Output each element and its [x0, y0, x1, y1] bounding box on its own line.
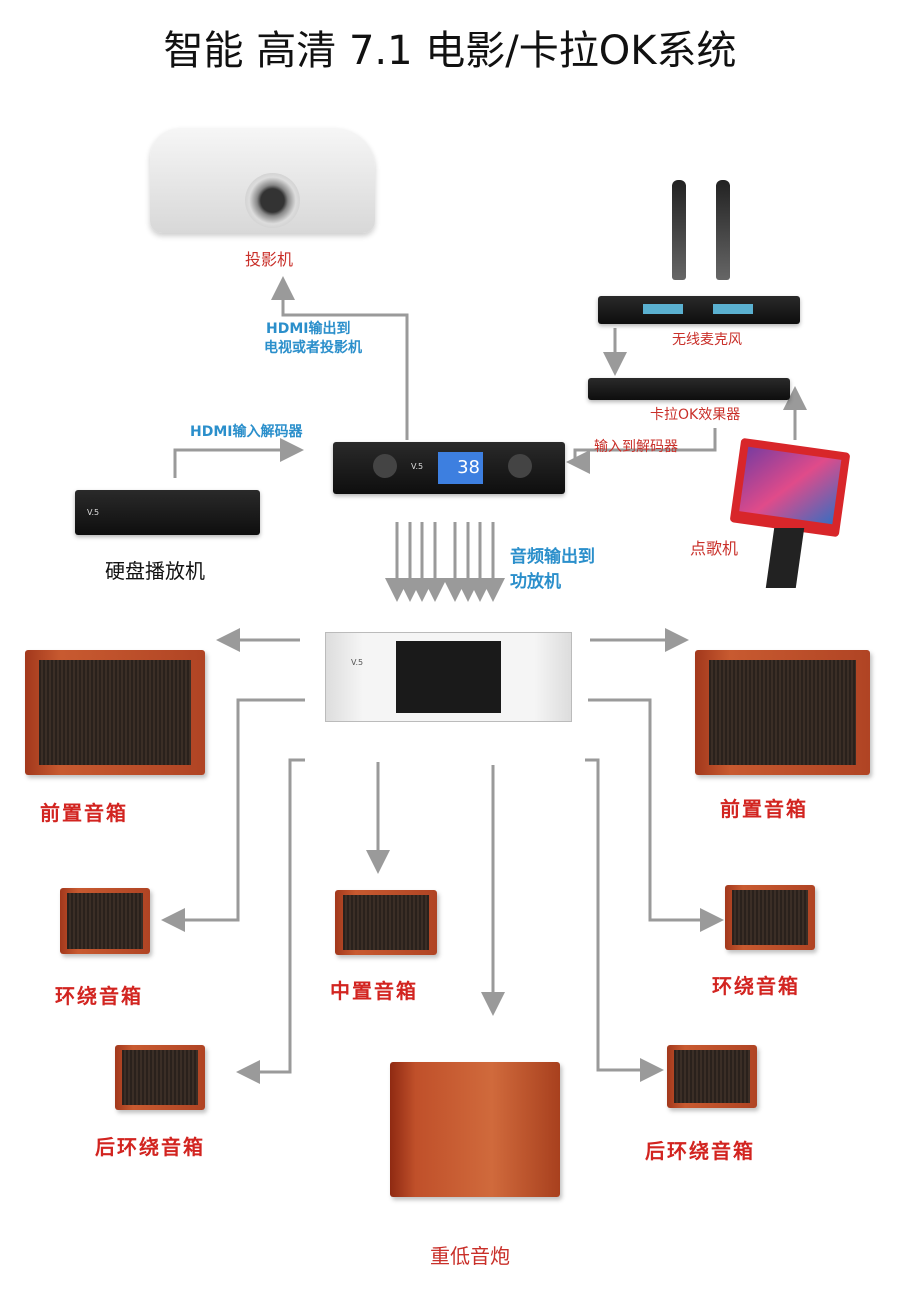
hdmi-in-label: HDMI输入解码器	[190, 424, 303, 440]
decoder-image: 38 V.5	[333, 442, 565, 494]
audio-out-label-2: 功放机	[510, 572, 561, 592]
front-left-label: 前置音箱	[40, 801, 128, 825]
projector-label: 投影机	[245, 250, 294, 269]
center-label: 中置音箱	[330, 979, 418, 1003]
rear-right-speaker	[667, 1045, 757, 1108]
decoder-display: 38	[438, 452, 483, 484]
karaoke-effect-label: 卡拉OK效果器	[650, 407, 741, 423]
projector-image	[150, 128, 375, 233]
arrow-decoder-to-projector	[271, 276, 409, 440]
front-right-label: 前置音箱	[720, 797, 808, 821]
to-decoder-label: 输入到解码器	[594, 439, 678, 455]
arrow-surround-right	[588, 698, 724, 932]
hdmi-out-label-2: 电视或者投影机	[264, 340, 362, 356]
amplifier-brand: V.5	[351, 658, 364, 667]
surround-left-speaker	[60, 888, 150, 954]
arrow-rear-right	[585, 758, 664, 1082]
arrow-rear-left	[236, 758, 305, 1084]
microphone-image	[672, 180, 686, 280]
subwoofer-label: 重低音炮	[430, 1244, 510, 1268]
wireless-mic-label: 无线麦克风	[672, 332, 742, 348]
microphone-image	[716, 180, 730, 280]
decoder-brand: V.5	[411, 462, 424, 471]
karaoke-effect-image	[588, 378, 790, 400]
rear-left-speaker	[115, 1045, 205, 1110]
subwoofer-image	[390, 1062, 560, 1197]
page-title: 智能 高清 7.1 电影/卡拉OK系统	[163, 28, 737, 74]
surround-right-label: 环绕音箱	[712, 974, 800, 998]
arrow-hdd-to-decoder	[173, 438, 304, 478]
surround-right-speaker	[725, 885, 815, 950]
song-machine-image	[729, 437, 851, 538]
song-machine-label: 点歌机	[690, 539, 739, 558]
hdd-player-label: 硬盘播放机	[105, 559, 205, 583]
hdd-brand: V.5	[87, 508, 100, 517]
front-left-speaker	[25, 650, 205, 775]
rear-left-label: 后环绕音箱	[95, 1135, 205, 1159]
hdd-player-image: V.5	[75, 490, 260, 535]
amplifier-image: V.5	[325, 632, 572, 722]
hdmi-out-label-1: HDMI输出到	[266, 321, 351, 337]
front-right-speaker	[695, 650, 870, 775]
arrow-effect-to-decoder	[566, 428, 717, 474]
wireless-receiver-image	[598, 296, 800, 324]
center-speaker	[335, 890, 437, 955]
rear-right-label: 后环绕音箱	[645, 1139, 755, 1163]
surround-left-label: 环绕音箱	[55, 984, 143, 1008]
arrow-surround-left	[161, 698, 305, 932]
audio-out-label-1: 音频输出到	[510, 547, 595, 567]
